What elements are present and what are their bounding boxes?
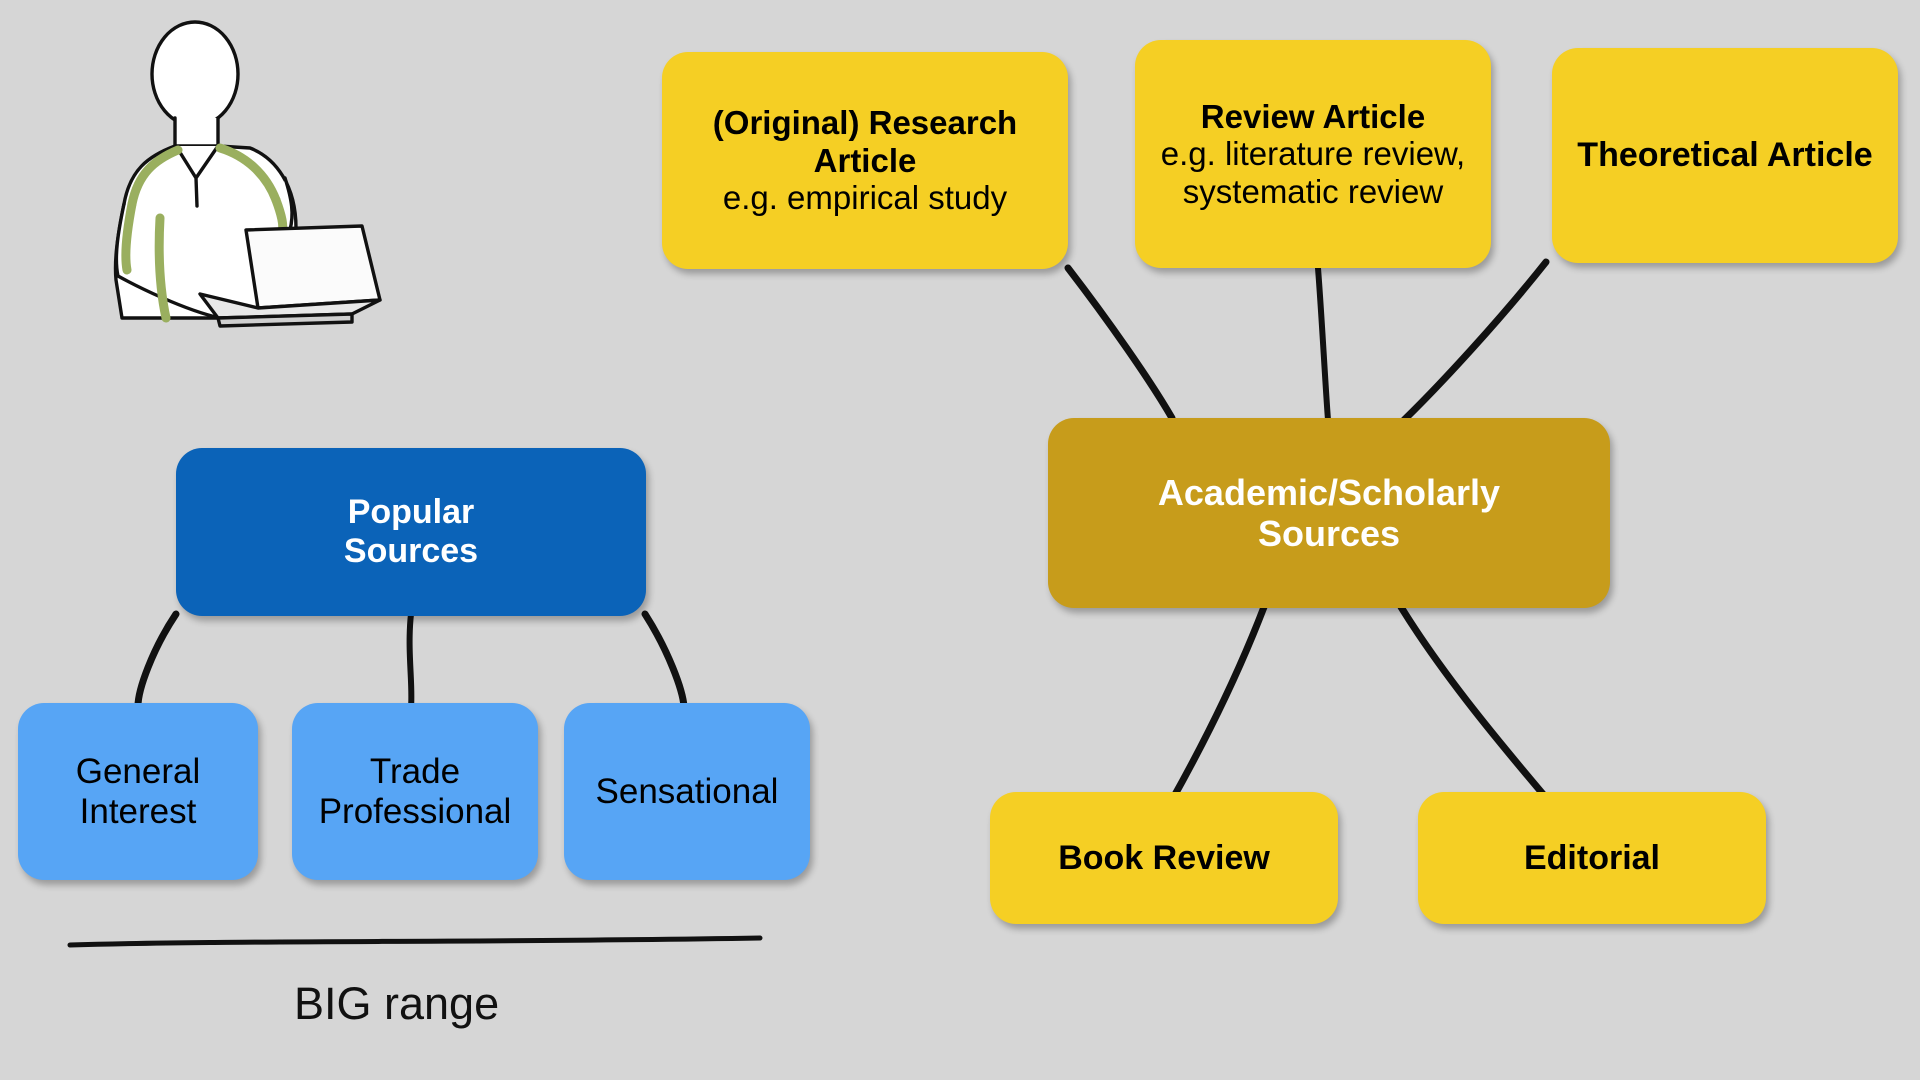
person-at-laptop-icon [113,20,382,328]
node-review-article-subtitle: e.g. literature review, systematic revie… [1160,135,1466,210]
big-range-label: BIG range [294,978,500,1029]
node-academic-scholarly-sources[interactable]: Academic/Scholarly Sources [1048,418,1610,608]
node-academic-line1: Academic/Scholarly [1157,471,1501,513]
link-academic-editorial [1397,603,1552,804]
node-sensational-line1: Sensational [595,771,779,811]
link-academic-review [1315,265,1331,423]
node-popular-sources-line2: Sources [343,532,479,570]
node-theoretical-article-title: Theoretical Article [1577,136,1873,175]
node-book-review[interactable]: Book Review [990,792,1338,924]
node-original-research-article-subtitle: e.g. empirical study [722,179,1008,217]
person-left-arm [114,202,222,320]
link-popular-sensational [641,610,688,711]
link-popular-general [134,610,180,710]
node-popular-sources[interactable]: Popular Sources [176,448,646,616]
node-academic-line2: Sources [1257,513,1401,554]
person-shirt-trim [121,143,288,323]
link-academic-research-line [1064,264,1176,422]
node-original-research-article[interactable]: (Original) Research Article e.g. empiric… [662,52,1068,269]
link-academic-bookreview [1168,603,1268,804]
link-popular-trade [406,611,415,710]
node-general-interest-line2: Interest [79,791,197,831]
big-range-underline [67,935,763,948]
node-review-article-title: Review Article [1200,97,1426,135]
node-trade-professional-line2: Professional [318,791,512,831]
node-trade-professional-line1: Trade [369,751,461,791]
node-book-review-title: Book Review [1058,838,1270,877]
person-collar [174,144,220,208]
person-head [150,20,240,128]
node-editorial-title: Editorial [1523,838,1661,877]
link-academic-theoretical [1400,258,1550,424]
node-editorial[interactable]: Editorial [1418,792,1766,924]
node-theoretical-article[interactable]: Theoretical Article [1552,48,1898,263]
node-general-interest[interactable]: General Interest [18,703,258,880]
node-general-interest-line1: General [75,751,201,791]
node-sensational[interactable]: Sensational [564,703,810,880]
laptop-icon [198,224,382,328]
node-review-article[interactable]: Review Article e.g. literature review, s… [1135,40,1491,268]
node-trade-professional[interactable]: Trade Professional [292,703,538,880]
node-popular-sources-line1: Popular [347,493,475,532]
node-original-research-article-title: (Original) Research Article [712,104,1018,179]
